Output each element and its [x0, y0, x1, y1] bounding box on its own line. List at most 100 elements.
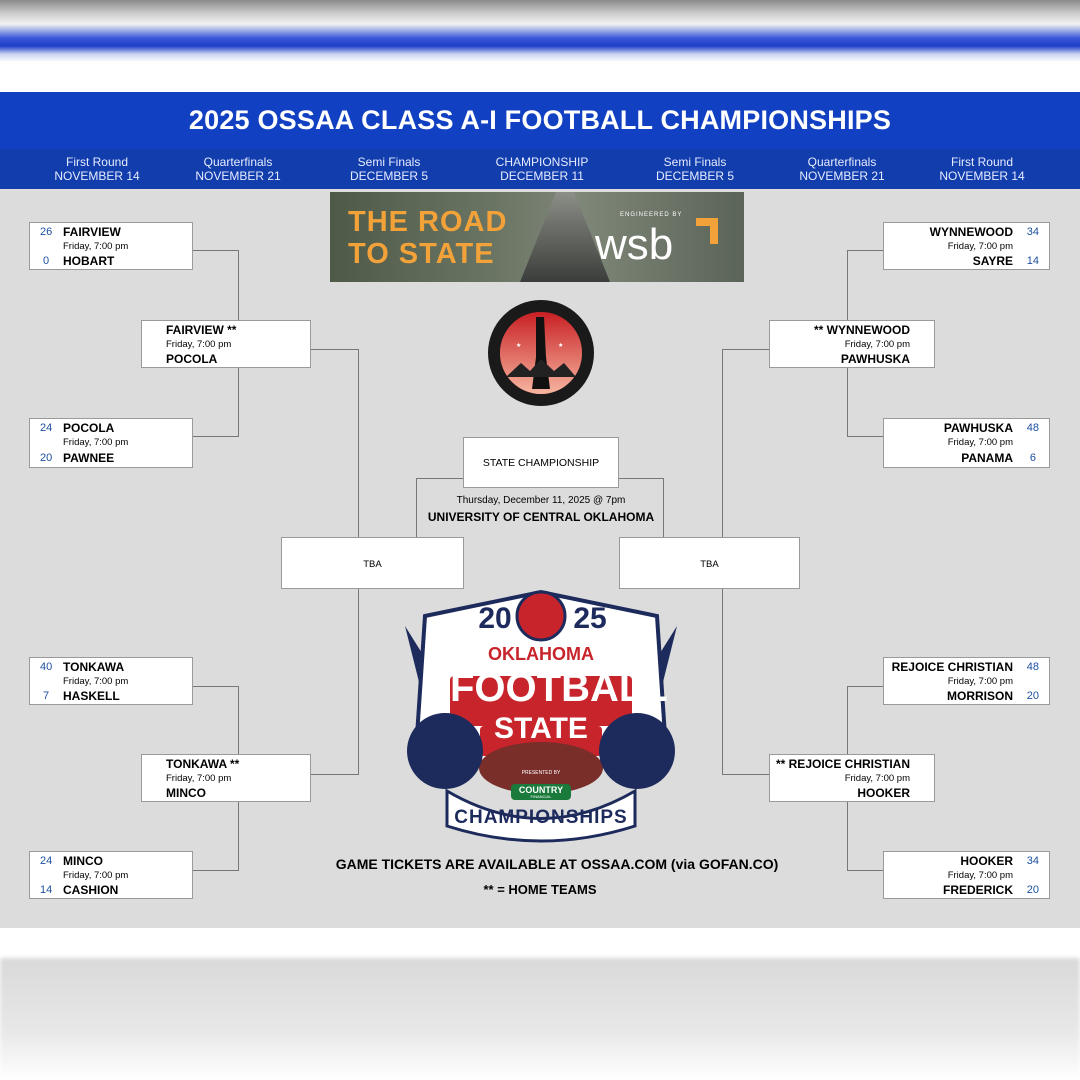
- matchup-box: HOOKER 34 Friday, 7:00 pm FREDERICK 20: [883, 851, 1050, 899]
- game-time: Friday, 7:00 pm: [63, 676, 129, 687]
- ad-engineered-by: ENGINEERED BY: [620, 212, 683, 218]
- top-decorative-stripe: [0, 0, 1080, 62]
- team-score: 34: [1026, 855, 1039, 867]
- svg-text:★: ★: [516, 342, 521, 349]
- tba-label: TBA: [700, 559, 719, 570]
- matchup-box: ** REJOICE CHRISTIAN Friday, 7:00 pm HOO…: [769, 754, 935, 802]
- game-time: Friday, 7:00 pm: [947, 870, 1013, 881]
- event-logo: [405, 589, 677, 843]
- game-time: Friday, 7:00 pm: [844, 339, 910, 350]
- round-name: Semi Finals: [663, 155, 727, 169]
- event-championships: CHAMPIONSHIPS: [454, 807, 628, 828]
- team-name: TONKAWA: [63, 660, 125, 674]
- matchup-box: 40 TONKAWA Friday, 7:00 pm 7 HASKELL: [29, 657, 193, 705]
- championship-box: STATE CHAMPIONSHIP: [463, 437, 619, 488]
- team-score: 14: [1026, 255, 1039, 267]
- team-name: REJOICE CHRISTIAN: [891, 660, 1013, 674]
- event-state: STATE: [494, 712, 588, 745]
- team-name: MORRISON: [947, 689, 1013, 703]
- event-year-left: 20: [478, 602, 512, 635]
- matchup-box: 24 POCOLA Friday, 7:00 pm 20 PAWNEE: [29, 418, 193, 468]
- tba-label: TBA: [363, 559, 382, 570]
- team-name: WYNNEWOOD: [929, 225, 1013, 239]
- team-name: MINCO: [166, 786, 206, 800]
- ticket-info: GAME TICKETS ARE AVAILABLE AT OSSAA.COM …: [335, 856, 779, 872]
- game-time: Friday, 7:00 pm: [947, 437, 1013, 448]
- ad-headline: THE ROAD TO STATE: [348, 206, 507, 270]
- ad-line: TO STATE: [348, 238, 495, 270]
- team-score: 20: [40, 452, 53, 464]
- team-name: HASKELL: [63, 689, 120, 703]
- team-score: 24: [40, 422, 53, 434]
- event-year-right: 25: [573, 602, 607, 635]
- team-name: FREDERICK: [942, 883, 1013, 897]
- championship-venue: UNIVERSITY OF CENTRAL OKLAHOMA: [427, 510, 655, 524]
- matchup-box: WYNNEWOOD 34 Friday, 7:00 pm SAYRE 14: [883, 222, 1050, 270]
- team-score: 40: [40, 661, 53, 673]
- page-title: 2025 OSSAA CLASS A-I FOOTBALL CHAMPIONSH…: [0, 92, 1080, 149]
- team-name: PAWHUSKA: [840, 352, 910, 366]
- team-name: HOOKER: [960, 854, 1013, 868]
- team-score: 14: [40, 884, 53, 896]
- round-date: NOVEMBER 21: [195, 169, 281, 183]
- team-name: CASHION: [63, 883, 119, 897]
- round-date: DECEMBER 11: [500, 169, 584, 183]
- game-time: Friday, 7:00 pm: [63, 437, 129, 448]
- ad-line: THE ROAD: [348, 206, 508, 238]
- semifinal-box-right: TBA: [619, 537, 800, 589]
- team-name: HOBART: [63, 254, 115, 268]
- sponsor-banner: THE ROAD TO STATE ENGINEERED BY wsb: [330, 192, 744, 282]
- game-time: Friday, 7:00 pm: [166, 773, 232, 784]
- team-score: 6: [1029, 452, 1036, 464]
- game-time: Friday, 7:00 pm: [844, 773, 910, 784]
- svg-text:★: ★: [558, 342, 563, 349]
- event-state-name: OKLAHOMA: [488, 644, 594, 664]
- team-score: 26: [40, 226, 53, 238]
- bracket-sheet: 2025 OSSAA CLASS A-I FOOTBALL CHAMPIONSH…: [0, 92, 1080, 928]
- game-time: Friday, 7:00 pm: [947, 241, 1013, 252]
- sponsor-logo: wsb: [595, 220, 674, 269]
- game-time: Friday, 7:00 pm: [947, 676, 1013, 687]
- round-name: Quarterfinals: [807, 155, 877, 169]
- matchup-box: FAIRVIEW ** Friday, 7:00 pm POCOLA: [141, 320, 311, 368]
- team-name: FAIRVIEW: [63, 225, 121, 239]
- round-name: First Round: [65, 155, 129, 169]
- home-team-note: ** = HOME TEAMS: [483, 882, 597, 897]
- team-name: PAWHUSKA: [943, 421, 1013, 435]
- team-score: 0: [43, 255, 50, 267]
- round-date: NOVEMBER 21: [799, 169, 885, 183]
- team-name: PANAMA: [961, 451, 1013, 465]
- team-name: TONKAWA **: [166, 757, 240, 771]
- team-name: ** REJOICE CHRISTIAN: [775, 757, 910, 771]
- team-name: ** WYNNEWOOD: [814, 323, 910, 337]
- matchup-box: REJOICE CHRISTIAN 48 Friday, 7:00 pm MOR…: [883, 657, 1050, 705]
- event-presented-by: PRESENTED BY: [521, 770, 561, 776]
- team-name: SAYRE: [972, 254, 1013, 268]
- game-time: Friday, 7:00 pm: [63, 870, 129, 881]
- championship-datetime: Thursday, December 11, 2025 @ 7pm: [456, 495, 626, 506]
- round-date: DECEMBER 5: [655, 169, 735, 183]
- game-time: Friday, 7:00 pm: [166, 339, 232, 350]
- round-name: First Round: [950, 155, 1014, 169]
- round-date: NOVEMBER 14: [54, 169, 140, 183]
- matchup-box: PAWHUSKA 48 Friday, 7:00 pm PANAMA 6: [883, 418, 1050, 468]
- team-score: 48: [1026, 661, 1039, 673]
- championship-label: STATE CHAMPIONSHIP: [482, 457, 600, 469]
- blurred-background: [0, 958, 1080, 1080]
- matchup-box: ** WYNNEWOOD Friday, 7:00 pm PAWHUSKA: [769, 320, 935, 368]
- round-name: Semi Finals: [357, 155, 421, 169]
- team-score: 20: [1026, 884, 1039, 896]
- team-score: 24: [40, 855, 53, 867]
- matchup-box: 26 FAIRVIEW Friday, 7:00 pm 0 HOBART: [29, 222, 193, 270]
- team-score: 48: [1026, 422, 1039, 434]
- team-score: 7: [43, 690, 50, 702]
- event-sponsor-sub: FINANCIAL: [530, 794, 552, 799]
- semifinal-box-left: TBA: [281, 537, 464, 589]
- matchup-box: TONKAWA ** Friday, 7:00 pm MINCO: [141, 754, 311, 802]
- round-name: Quarterfinals: [203, 155, 273, 169]
